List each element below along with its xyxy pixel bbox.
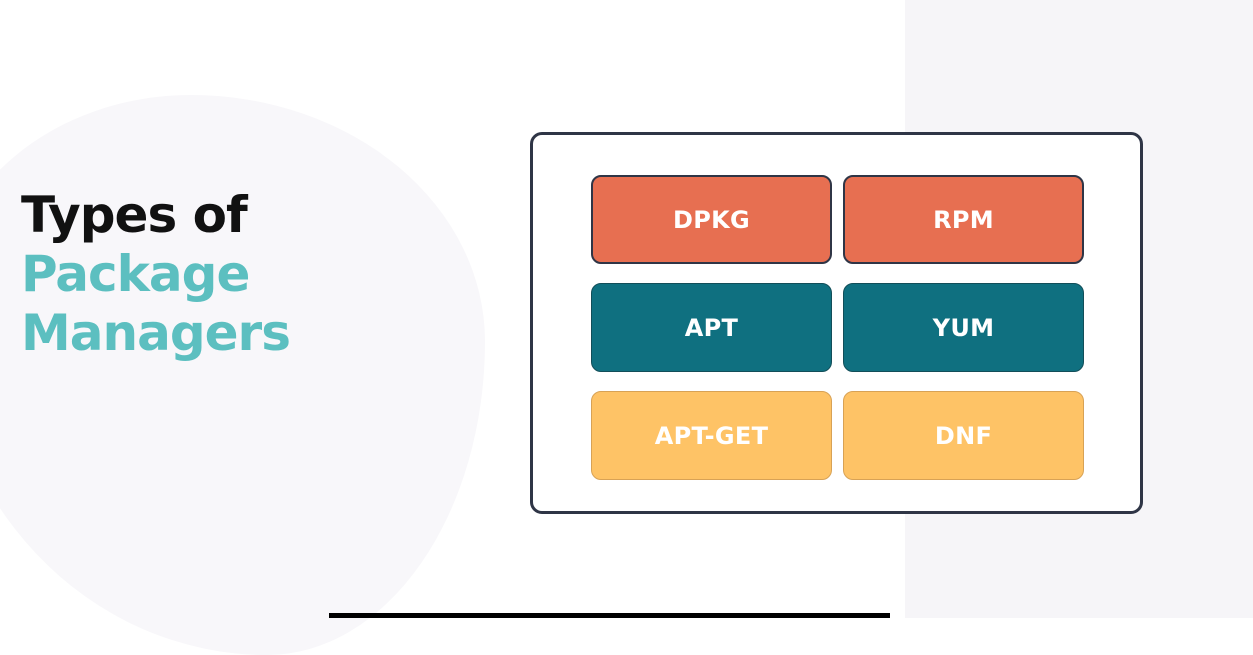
package-manager-panel: DPKG RPM APT YUM APT-GET DNF [530, 132, 1143, 514]
package-box-rpm: RPM [843, 175, 1084, 264]
package-manager-grid: DPKG RPM APT YUM APT-GET DNF [591, 175, 1084, 480]
package-box-dnf: DNF [843, 391, 1084, 480]
package-box-yum: YUM [843, 283, 1084, 372]
bottom-bar [329, 613, 890, 618]
package-box-apt: APT [591, 283, 832, 372]
package-box-dpkg: DPKG [591, 175, 832, 264]
title-line-3: Managers [21, 304, 291, 362]
title-line-2: Package [21, 245, 250, 303]
background-blob [0, 95, 485, 655]
package-box-apt-get: APT-GET [591, 391, 832, 480]
slide-title: Types of Package Managers [21, 186, 291, 363]
title-line-1: Types of [21, 186, 248, 244]
